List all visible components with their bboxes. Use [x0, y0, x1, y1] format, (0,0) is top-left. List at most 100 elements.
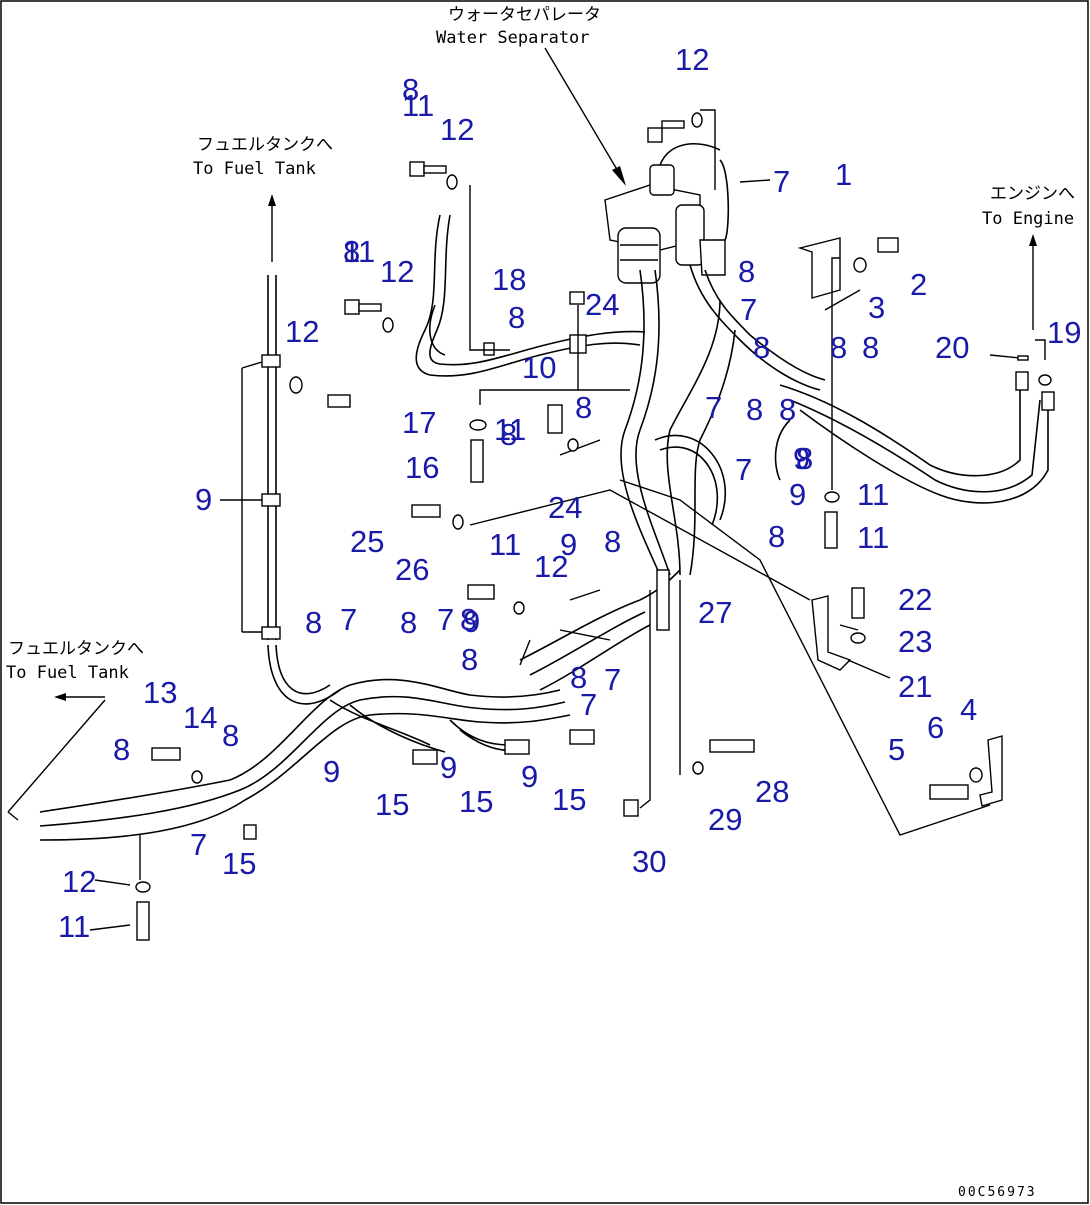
bolt-11-h	[136, 901, 150, 941]
part-label-8-repeat-16: 8	[400, 605, 417, 640]
arrow-to-fuel-tank-top	[268, 194, 276, 262]
clip-15-c	[504, 739, 530, 755]
part-label-8-repeat-7: 8	[779, 392, 796, 427]
plug-30	[623, 799, 639, 817]
part-label-11: 11	[402, 88, 434, 123]
part-label-12-repeat-5: 12	[62, 864, 96, 899]
part-label-14: 14	[183, 700, 217, 735]
bolt-11-e	[547, 404, 563, 434]
part-label-8-repeat-13: 8	[460, 602, 477, 637]
part-label-8-repeat-10: 8	[796, 441, 813, 476]
bolt-11-a-shank	[423, 165, 447, 174]
part-label-7-repeat-2: 7	[705, 390, 722, 425]
part-label-7: 7	[773, 164, 790, 199]
leader-lines	[89, 109, 1046, 931]
part-label-9-repeat-5: 9	[323, 754, 340, 789]
part-label-19: 19	[1047, 315, 1081, 350]
part-label-8-repeat-3: 8	[508, 300, 525, 335]
part-label-9-repeat-7: 9	[521, 759, 538, 794]
drawing-code: 00C56973	[958, 1185, 1037, 1200]
arrow-to-fuel-tank-left	[7, 693, 106, 821]
bracket-4	[979, 735, 1003, 807]
right-hose-bundle	[774, 371, 1055, 504]
part-label-6: 6	[927, 710, 944, 745]
part-label-12: 12	[440, 112, 474, 147]
part-label-11-repeat-4: 11	[857, 477, 889, 512]
part-label-15-repeat-1: 15	[459, 784, 493, 819]
bolt-11-g	[824, 511, 838, 549]
bolt-11-f	[467, 584, 495, 600]
part-label-9-repeat-6: 9	[440, 750, 457, 785]
part-label-7-repeat-1: 7	[740, 292, 757, 327]
part-label-17: 17	[402, 405, 436, 440]
caption-engine-jp: エンジンへ	[990, 184, 1075, 204]
washer-29	[692, 761, 704, 775]
part-label-8-repeat-8: 8	[830, 330, 847, 365]
part-label-7-repeat-8: 7	[190, 827, 207, 862]
part-label-8-repeat-15: 8	[570, 660, 587, 695]
part-label-12-repeat-4: 12	[534, 549, 568, 584]
washer-12-c	[289, 376, 303, 394]
part-label-29: 29	[708, 802, 742, 837]
clip-15-b	[412, 749, 438, 765]
part-label-12-repeat-2: 12	[380, 254, 414, 289]
bolt-5	[929, 784, 969, 800]
cap-19	[1038, 374, 1052, 386]
bolt-11-d	[647, 127, 663, 143]
part-label-22: 22	[898, 582, 932, 617]
part-label-8-repeat-9: 8	[862, 330, 879, 365]
part-label-8: 8	[738, 254, 755, 289]
part-label-9-repeat-3: 9	[560, 527, 577, 562]
washer-6	[969, 767, 983, 783]
washer-14	[191, 770, 203, 784]
part-label-8-repeat-12: 8	[604, 524, 621, 559]
part-label-7-repeat-4: 7	[340, 602, 357, 637]
clip-15-d	[569, 729, 595, 745]
part-label-8-repeat-17: 8	[305, 605, 322, 640]
part-label-18: 18	[492, 262, 526, 297]
bolt-11-c	[327, 394, 351, 408]
part-label-11-repeat-1: 11	[343, 234, 375, 269]
washer-3	[853, 257, 867, 273]
part-label-8-repeat-19: 8	[222, 718, 239, 753]
washer-12-f	[513, 601, 525, 615]
part-label-24: 24	[585, 287, 619, 322]
bolt-11-b-shank	[358, 303, 382, 312]
part-label-7-repeat-3: 7	[735, 452, 752, 487]
part-label-1: 1	[835, 157, 852, 192]
part-label-21: 21	[898, 669, 932, 704]
part-label-8-repeat-6: 8	[753, 330, 770, 365]
part-label-10: 10	[522, 350, 556, 385]
part-label-8-repeat-18: 8	[113, 732, 130, 767]
washer-12-a	[446, 174, 458, 190]
part-label-5: 5	[888, 732, 905, 767]
bolt-25	[411, 504, 441, 518]
part-label-30: 30	[632, 844, 666, 879]
caption-water-separator-en: Water Separator	[436, 28, 590, 48]
bolt-parts	[135, 112, 1052, 941]
caption-fuel-tank-left-en: To Fuel Tank	[6, 663, 129, 683]
caption-fuel-tank-top-jp: フュエルタンクへ	[197, 135, 333, 155]
part-label-16: 16	[405, 450, 439, 485]
part-label-11-repeat-5: 11	[857, 520, 889, 555]
bolt-11-d-shank	[661, 120, 685, 129]
bracket-21	[811, 595, 852, 671]
part-label-15-repeat-2: 15	[552, 782, 586, 817]
part-label-9: 9	[195, 482, 212, 517]
caption-water-separator-jp: ウォータセパレータ	[448, 5, 601, 25]
center-hose-bundle	[620, 143, 826, 576]
bracket-27	[656, 569, 670, 631]
arrow-to-engine	[1029, 234, 1037, 330]
part-label-11-repeat-6: 11	[58, 909, 90, 944]
part-label-8-repeat-1: 8	[402, 72, 419, 107]
part-label-8-repeat-2: 8	[343, 234, 360, 269]
washer-12-e	[567, 438, 579, 452]
bolt-11-a	[409, 161, 425, 177]
part-label-7-repeat-7: 7	[580, 687, 597, 722]
part-label-8-repeat-11: 8	[768, 519, 785, 554]
caption-fuel-tank-left-jp: フュエルタンクへ	[8, 639, 144, 659]
washer-12-h	[135, 881, 151, 893]
